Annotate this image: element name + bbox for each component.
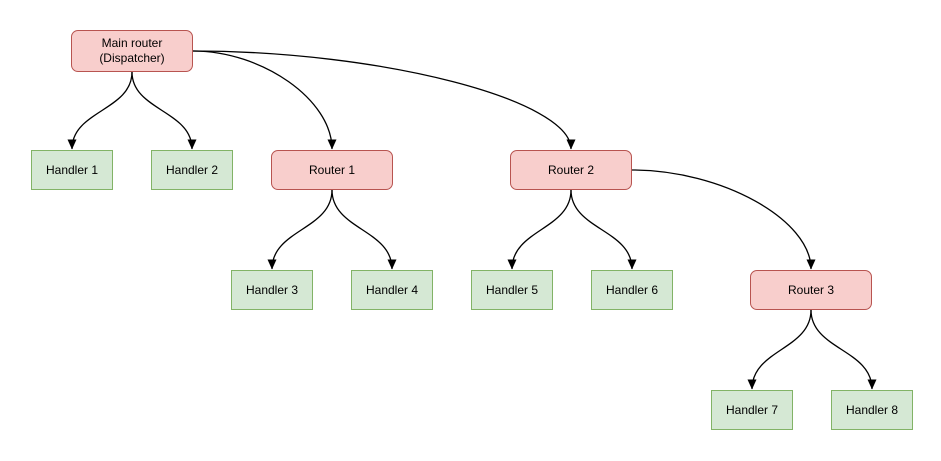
node-h8-handler: Handler 8 <box>831 390 913 430</box>
node-r3-router: Router 3 <box>750 270 872 310</box>
node-h4-handler: Handler 4 <box>351 270 433 310</box>
edge-r1-to-h4 <box>331 189 397 270</box>
edge-r3-to-h8 <box>810 309 877 390</box>
node-h1-handler: Handler 1 <box>31 150 113 190</box>
node-main-router: Main router (Dispatcher) <box>71 30 193 72</box>
edge-r2-to-r3 <box>631 169 816 270</box>
edge-main-to-r2 <box>192 50 576 150</box>
edge-r2-to-h6 <box>570 189 637 270</box>
edge-main-to-h1 <box>67 71 133 150</box>
edge-r2-to-h5 <box>507 189 572 270</box>
node-h5-handler: Handler 5 <box>471 270 553 310</box>
node-r2-router: Router 2 <box>510 150 632 190</box>
node-h6-handler: Handler 6 <box>591 270 673 310</box>
edge-r1-to-h3 <box>267 189 333 270</box>
node-h2-handler: Handler 2 <box>151 150 233 190</box>
edge-r3-to-h7 <box>747 309 812 390</box>
edge-main-to-r1 <box>192 50 337 150</box>
node-r1-router: Router 1 <box>271 150 393 190</box>
node-h3-handler: Handler 3 <box>231 270 313 310</box>
node-h7-handler: Handler 7 <box>711 390 793 430</box>
edge-main-to-h2 <box>131 71 197 150</box>
